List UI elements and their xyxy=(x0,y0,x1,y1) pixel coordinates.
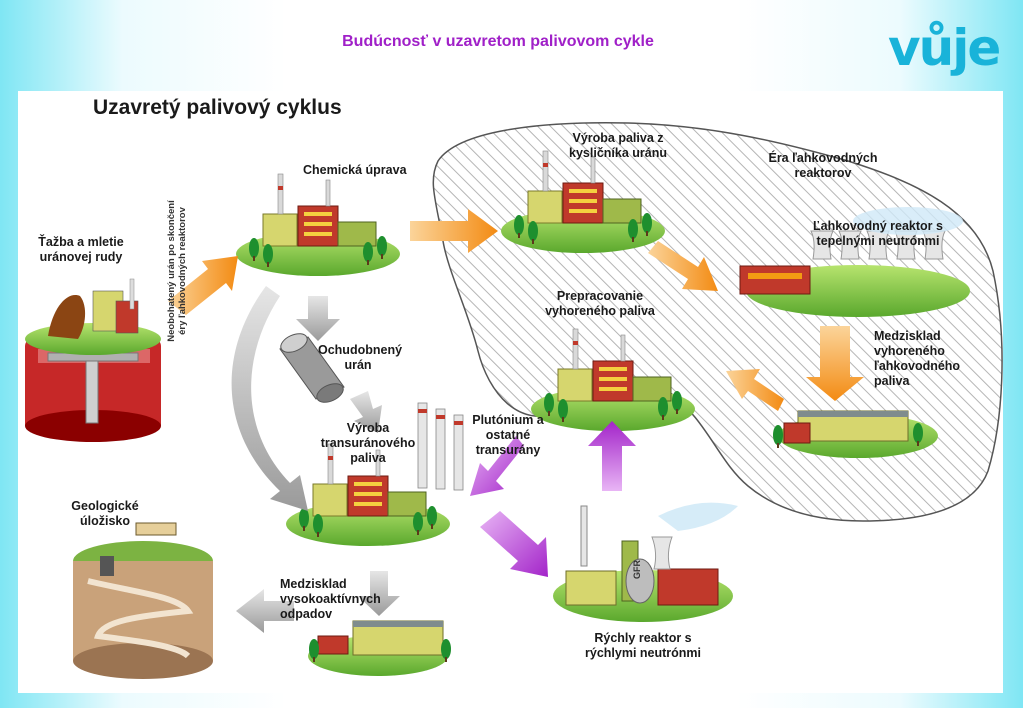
label-plutonium: Plutónium a ostatné transurány xyxy=(472,413,544,457)
label-gfr: GFR xyxy=(632,560,642,579)
label-depleted-uranium: Ochudobnený urán xyxy=(318,343,403,372)
interim-hlw-storage xyxy=(308,620,451,676)
interim-lwr-storage xyxy=(773,410,938,458)
label-geological: Geologické úložisko xyxy=(71,499,139,528)
label-mining: Ťažba a mletie uránovej rudy xyxy=(38,235,124,264)
arrow-reprocessing-to-transuranic xyxy=(470,436,524,496)
arrow-fast-to-reprocessing xyxy=(588,421,636,491)
diagram-panel: Uzavretý palivový cyklus Ťažba a mletie … xyxy=(18,91,1003,693)
arrow-chemical-to-fabrication xyxy=(410,209,498,253)
label-reprocessing: Prepracovanie vyhoreného paliva xyxy=(545,289,655,318)
arrow-unenriched-to-transuranic xyxy=(231,286,308,511)
diagram-graphics xyxy=(25,122,1003,679)
diagram-title: Uzavretý palivový cyklus xyxy=(93,96,342,119)
label-transuranic-fuel: Výroba transuránového paliva xyxy=(320,421,416,465)
transuranic-stacks xyxy=(417,402,464,491)
arrow-fabrication-to-lwr xyxy=(648,241,718,291)
arrow-interim-to-reprocessing xyxy=(726,369,784,411)
arrow-hlw-to-geological xyxy=(236,589,294,633)
fast-reactor-site xyxy=(553,502,738,622)
arrow-lwr-to-interim xyxy=(806,326,864,401)
label-interim-hlw: Medzisklad vysokoaktívnych odpadov xyxy=(280,577,381,621)
arrow-chemical-to-depleted xyxy=(296,296,340,341)
label-fast-reactor: Rýchly reaktor s rýchlymi neutrónmi xyxy=(585,631,701,660)
lwr-reactor-site xyxy=(739,207,970,317)
label-unenriched: Neobohatený urán po skončení éry ľahkovo… xyxy=(166,200,188,342)
vuje-logo: vůje xyxy=(888,19,1001,77)
arrow-depleted-to-transuranic xyxy=(350,391,382,433)
chemical-plant xyxy=(236,174,400,276)
arrow-transuranic-to-hlw xyxy=(358,571,400,616)
slide-title: Budúcnosť v uzavretom palivovom cykle xyxy=(342,33,654,50)
label-lwr-era: Éra ľahkovodných reaktorov xyxy=(768,151,878,180)
lwr-era-region xyxy=(432,122,1003,522)
label-fuel-uranium-oxide: Výroba paliva z kysličníka uránu xyxy=(569,131,667,160)
mining-site xyxy=(25,278,161,442)
arrow-transuranic-to-fast xyxy=(480,511,548,577)
geological-repository xyxy=(73,522,213,679)
depleted-uranium-canister xyxy=(279,333,345,403)
arrow-mining-to-chemical xyxy=(168,256,238,315)
label-interim-lwr: Medzisklad vyhoreného ľahkovodného paliv… xyxy=(874,329,961,388)
label-lwr-reactor: Ľahkovodný reaktor s tepelnými neutrónmi xyxy=(813,219,943,248)
label-chemical: Chemická úprava xyxy=(303,163,407,177)
